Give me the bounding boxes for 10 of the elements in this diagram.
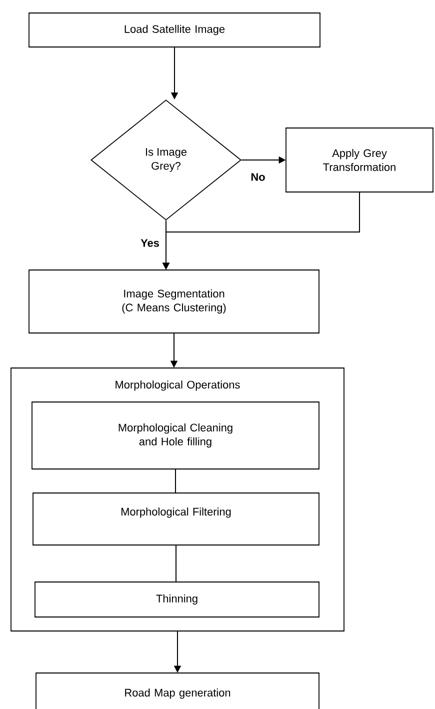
edge-label: Yes [140, 238, 160, 248]
process-box: Morphological Cleaning and Hole filling [32, 402, 320, 470]
process-box: Road Map generation [36, 672, 320, 709]
process-box: Thinning [34, 582, 320, 618]
edge-label: No [250, 172, 266, 182]
process-box: Load Satellite Image [28, 12, 320, 48]
process-box: Apply Grey Transformation [286, 128, 434, 192]
process-box: Morphological Filtering [32, 492, 320, 546]
connector-line [175, 468, 176, 494]
process-box: Image Segmentation (C Means Clustering) [28, 270, 320, 334]
